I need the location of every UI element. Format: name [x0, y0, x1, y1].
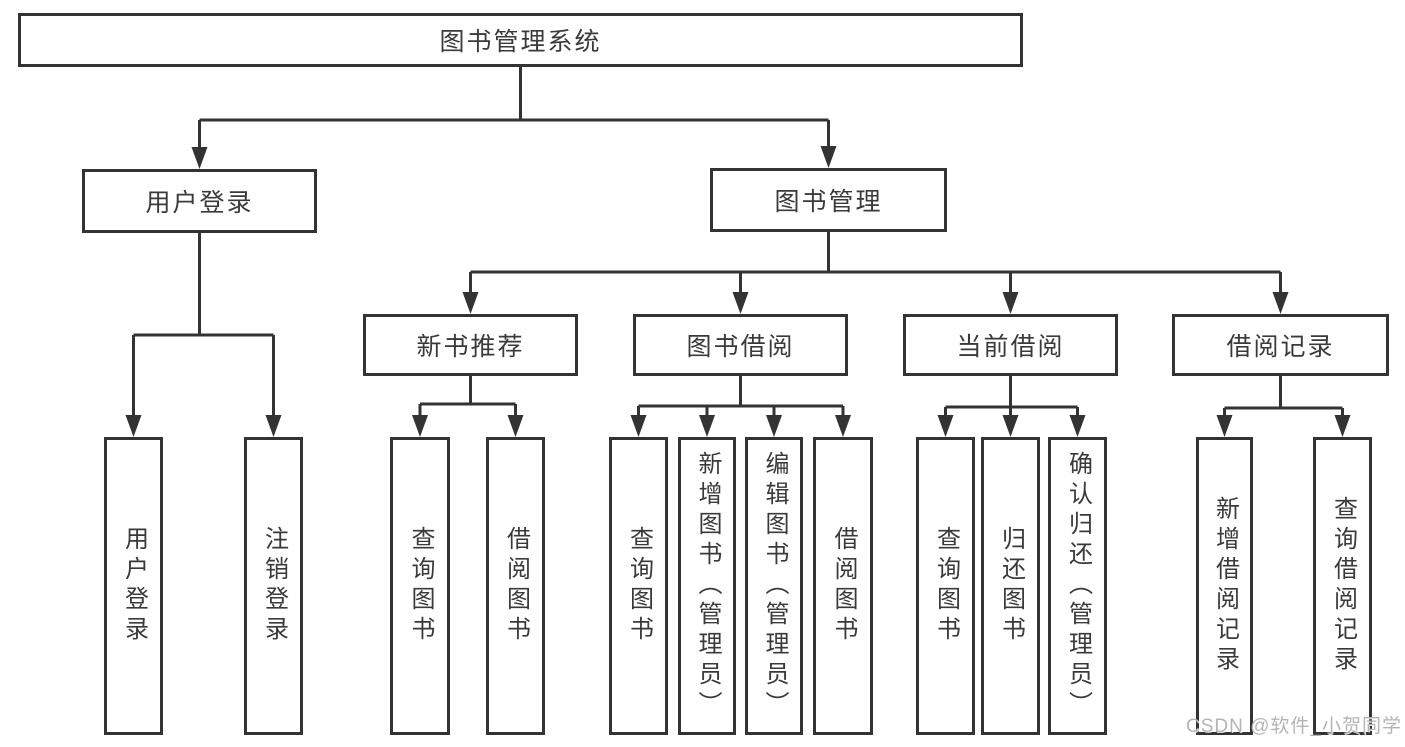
node-user-login: 用户登录 — [82, 169, 317, 233]
leaf-query-borrow-record-label: 查询借阅记录 — [1329, 496, 1357, 676]
leaf-query-books-current-label: 查询图书 — [932, 526, 960, 646]
leaf-user-login: 用户登录 — [104, 437, 163, 735]
leaf-edit-book-admin: 编辑图书（管理员） — [745, 437, 803, 735]
node-book-management: 图书管理 — [710, 168, 947, 232]
node-library-system-label: 图书管理系统 — [439, 28, 602, 56]
leaf-query-books-current: 查询图书 — [916, 437, 975, 735]
arrowheads — [125, 146, 1351, 437]
leaf-borrow-books-recommend: 借阅图书 — [486, 437, 545, 735]
csdn-watermark: CSDN @软件_小贺同学 — [1186, 716, 1402, 737]
node-new-book-recommend: 新书推荐 — [363, 314, 578, 376]
leaf-logout: 注销登录 — [244, 437, 303, 735]
node-borrow-records: 借阅记录 — [1172, 314, 1389, 376]
leaf-borrow-books-label: 借阅图书 — [830, 526, 857, 646]
node-book-borrow: 图书借阅 — [633, 314, 848, 376]
node-new-book-recommend-label: 新书推荐 — [416, 333, 525, 361]
leaf-borrow-books-recommend-label: 借阅图书 — [502, 526, 530, 646]
leaf-edit-book-admin-label: 编辑图书（管理员） — [761, 451, 788, 721]
node-book-borrow-label: 图书借阅 — [686, 333, 795, 361]
leaf-query-books-borrow-label: 查询图书 — [625, 526, 653, 646]
leaf-return-book-label: 归还图书 — [997, 526, 1025, 646]
node-user-login-label: 用户登录 — [145, 189, 254, 217]
leaf-add-book-admin: 新增图书（管理员） — [678, 437, 736, 735]
leaf-query-books-recommend-label: 查询图书 — [407, 526, 434, 646]
leaf-query-books-recommend: 查询图书 — [390, 437, 450, 735]
node-book-management-label: 图书管理 — [774, 188, 883, 216]
leaf-add-book-admin-label: 新增图书（管理员） — [694, 451, 721, 721]
leaf-confirm-return-admin-label: 确认归还（管理员） — [1064, 451, 1092, 721]
node-borrow-records-label: 借阅记录 — [1226, 333, 1335, 361]
node-current-borrow-label: 当前借阅 — [956, 333, 1065, 361]
leaf-logout-label: 注销登录 — [260, 526, 288, 646]
leaf-borrow-books: 借阅图书 — [813, 437, 873, 735]
leaf-return-book: 归还图书 — [981, 437, 1040, 735]
leaf-add-borrow-record-label: 新增借阅记录 — [1211, 496, 1239, 676]
node-library-system: 图书管理系统 — [18, 13, 1023, 67]
leaf-query-books-borrow: 查询图书 — [609, 437, 668, 735]
leaf-add-borrow-record: 新增借阅记录 — [1196, 437, 1253, 735]
leaf-query-borrow-record: 查询借阅记录 — [1313, 437, 1372, 735]
leaf-user-login-label: 用户登录 — [120, 526, 148, 646]
node-current-borrow: 当前借阅 — [903, 314, 1118, 376]
leaf-confirm-return-admin: 确认归还（管理员） — [1048, 437, 1107, 735]
